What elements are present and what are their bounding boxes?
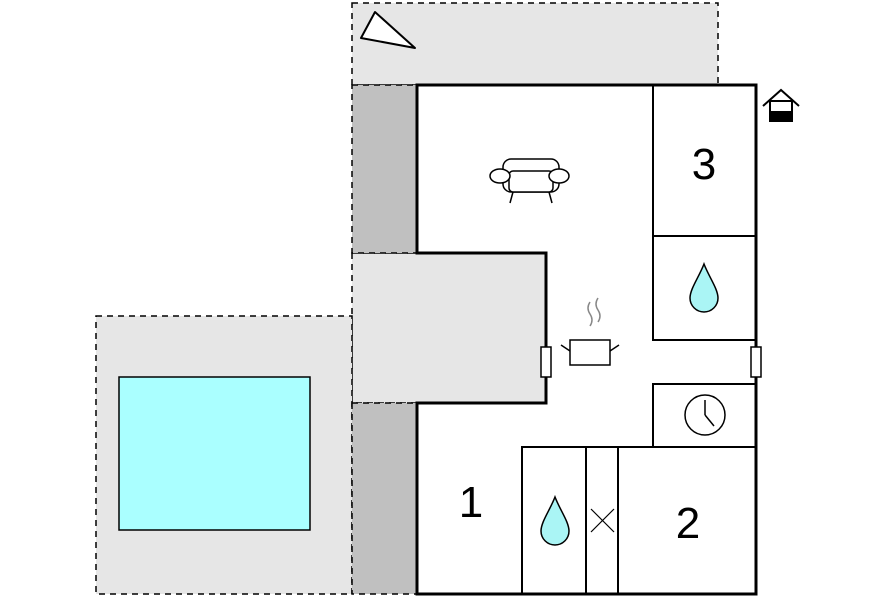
water-drop-icon: [540, 494, 570, 546]
interior-walls: [521, 84, 757, 595]
door-marker-left: [540, 346, 552, 378]
terrace-middle: [351, 252, 547, 404]
cross-icon: [590, 508, 615, 533]
water-drop-icon: [689, 261, 719, 313]
room-label-2: 2: [676, 499, 700, 548]
terrace-top: [351, 2, 719, 86]
house-icon: [762, 88, 800, 122]
room-label-1: 1: [459, 478, 483, 527]
swimming-pool: [118, 376, 311, 531]
north-arrow-icon: [360, 11, 416, 49]
covered-area-top: [351, 84, 418, 254]
sofa-icon: [489, 158, 570, 204]
door-marker-right: [750, 346, 762, 378]
covered-area-bottom: [351, 402, 418, 595]
cooking-pot-icon: [560, 297, 620, 366]
clock-icon: [684, 394, 726, 436]
room-label-3: 3: [692, 140, 716, 189]
